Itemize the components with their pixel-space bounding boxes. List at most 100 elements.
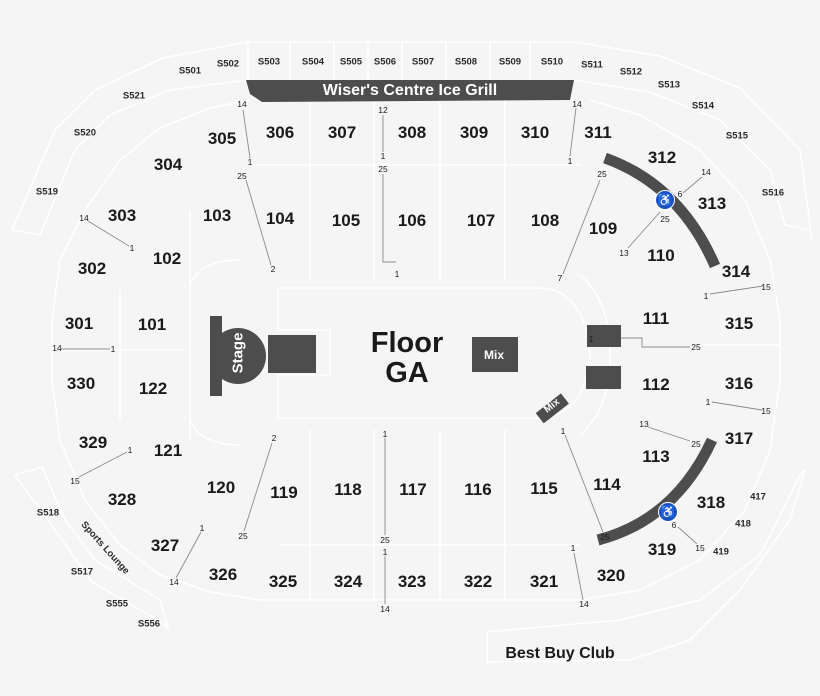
- section-label[interactable]: 106: [397, 211, 427, 230]
- row-number: 1: [127, 445, 133, 455]
- floor-ga-label[interactable]: Floor GA: [371, 328, 444, 388]
- section-label[interactable]: 325: [268, 572, 298, 591]
- suite-label[interactable]: S505: [339, 56, 363, 68]
- section-label[interactable]: 107: [466, 211, 496, 230]
- section-label[interactable]: 319: [647, 540, 677, 559]
- floor-label-line1: Floor: [370, 327, 444, 359]
- wheelchair-accessible-icon: ♿: [655, 190, 675, 210]
- row-number: 1: [703, 291, 709, 301]
- suite-label[interactable]: S556: [137, 618, 161, 630]
- section-label[interactable]: 304: [153, 155, 183, 174]
- row-number: 15: [761, 282, 771, 292]
- section-label[interactable]: 301: [64, 314, 94, 333]
- row-number: 25: [691, 439, 701, 449]
- section-label[interactable]: 316: [724, 374, 754, 393]
- section-label[interactable]: 328: [107, 490, 137, 509]
- suite-label[interactable]: 418: [735, 518, 751, 530]
- row-number: 14: [237, 99, 247, 109]
- section-label[interactable]: 323: [397, 572, 427, 591]
- section-label[interactable]: 116: [464, 480, 492, 499]
- section-label[interactable]: 119: [270, 483, 298, 502]
- best-buy-club-label[interactable]: Best Buy Club: [505, 645, 615, 662]
- section-label[interactable]: 111: [642, 309, 670, 328]
- suite-label[interactable]: S515: [725, 130, 749, 142]
- section-label[interactable]: 326: [208, 565, 238, 584]
- section-label[interactable]: 315: [724, 314, 754, 333]
- suite-label[interactable]: S510: [540, 56, 564, 68]
- suite-label[interactable]: S513: [657, 79, 681, 91]
- section-label[interactable]: 329: [78, 433, 108, 452]
- section-label[interactable]: 306: [265, 123, 295, 142]
- row-number: 1: [394, 269, 400, 279]
- section-label[interactable]: 110: [647, 246, 675, 265]
- section-label[interactable]: 308: [397, 123, 427, 142]
- section-label[interactable]: 108: [530, 211, 560, 230]
- section-label[interactable]: 320: [596, 566, 626, 585]
- suite-label[interactable]: S508: [454, 56, 478, 68]
- suite-label[interactable]: S521: [122, 90, 146, 102]
- section-label[interactable]: 303: [107, 206, 137, 225]
- floor-label-line2: GA: [385, 357, 429, 389]
- section-label[interactable]: 309: [459, 123, 489, 142]
- suite-label[interactable]: S506: [373, 56, 397, 68]
- section-label[interactable]: 118: [334, 480, 362, 499]
- suite-label[interactable]: S517: [70, 566, 94, 578]
- row-number: 14: [52, 343, 62, 353]
- suite-label[interactable]: S501: [178, 65, 202, 77]
- section-label[interactable]: 105: [331, 211, 361, 230]
- section-label[interactable]: 121: [153, 441, 183, 460]
- section-label[interactable]: 314: [721, 262, 751, 281]
- section-label[interactable]: 324: [333, 572, 363, 591]
- suite-label[interactable]: S520: [73, 127, 97, 139]
- suite-label[interactable]: 419: [713, 546, 729, 558]
- section-label[interactable]: 302: [77, 259, 107, 278]
- suite-label[interactable]: S518: [36, 507, 60, 519]
- row-number: 15: [761, 406, 771, 416]
- section-label[interactable]: 322: [463, 572, 493, 591]
- suite-label[interactable]: S503: [257, 56, 281, 68]
- mix-center-label: Mix: [483, 348, 505, 362]
- row-number: 25: [378, 164, 388, 174]
- section-label[interactable]: 317: [724, 429, 754, 448]
- suite-label[interactable]: S519: [35, 186, 59, 198]
- section-label[interactable]: 103: [202, 206, 232, 225]
- suite-label[interactable]: S512: [619, 66, 643, 78]
- section-label[interactable]: 120: [206, 478, 236, 497]
- section-label[interactable]: 312: [647, 148, 677, 167]
- suite-label[interactable]: S504: [301, 56, 325, 68]
- section-label[interactable]: 310: [520, 123, 550, 142]
- section-label[interactable]: 104: [265, 209, 295, 228]
- suite-label[interactable]: S509: [498, 56, 522, 68]
- section-label[interactable]: 321: [529, 572, 559, 591]
- row-number: 25: [237, 171, 247, 181]
- section-label[interactable]: 114: [593, 475, 621, 494]
- section-label[interactable]: 307: [327, 123, 357, 142]
- section-label[interactable]: 305: [207, 129, 237, 148]
- row-number: 1: [570, 543, 576, 553]
- section-label[interactable]: 318: [696, 493, 726, 512]
- section-label[interactable]: 311: [584, 123, 612, 142]
- section-label[interactable]: 122: [138, 379, 168, 398]
- row-number: 14: [579, 599, 589, 609]
- section-label[interactable]: 313: [697, 194, 727, 213]
- section-label[interactable]: 330: [66, 374, 96, 393]
- suite-label[interactable]: S511: [581, 59, 603, 71]
- suite-label[interactable]: 417: [750, 491, 766, 503]
- row-number: 14: [79, 213, 89, 223]
- section-label[interactable]: 115: [530, 479, 558, 498]
- suite-label[interactable]: S507: [411, 56, 435, 68]
- suite-label[interactable]: S514: [691, 100, 715, 112]
- section-label[interactable]: 327: [150, 536, 180, 555]
- suite-label[interactable]: S502: [216, 58, 240, 70]
- section-label[interactable]: 112: [642, 375, 670, 394]
- row-number: 1: [110, 344, 116, 354]
- row-number: 15: [70, 476, 80, 486]
- suite-label[interactable]: S516: [761, 187, 785, 199]
- section-label[interactable]: 117: [399, 480, 427, 499]
- section-label[interactable]: 102: [152, 249, 182, 268]
- wisers-centre-ice-grill-label[interactable]: Wiser's Centre Ice Grill: [322, 82, 498, 99]
- section-label[interactable]: 109: [588, 219, 618, 238]
- suite-label[interactable]: S555: [105, 598, 129, 610]
- section-label[interactable]: 101: [137, 315, 167, 334]
- section-label[interactable]: 113: [642, 447, 670, 466]
